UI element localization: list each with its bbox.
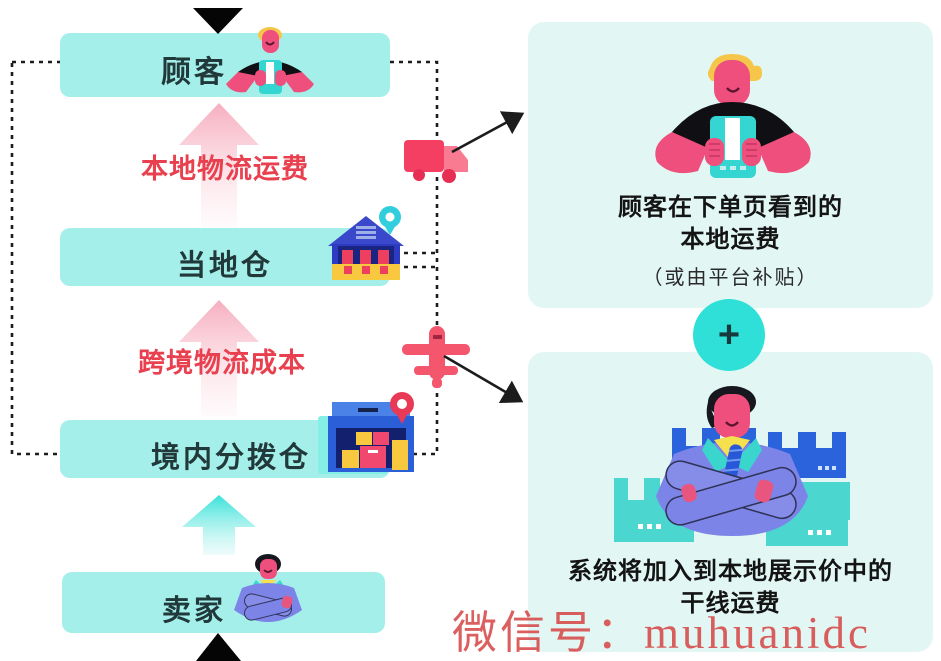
- panel-local-fee-note: （或由平台补贴）: [642, 267, 819, 289]
- up-arrow-crossborder-icon: [179, 300, 259, 416]
- arrow-truck-to-panel: [451, 111, 525, 154]
- customer-phone-illustration: [655, 54, 811, 178]
- panel-local-fee-text: 顾客在下单页看到的 本地运费 （或由平台补贴）: [528, 192, 933, 294]
- panel-local-fee-line1: 顾客在下单页看到的: [618, 194, 843, 221]
- domestic-warehouse-icon: [318, 392, 414, 474]
- up-arrow-local-fee-icon: [179, 103, 259, 227]
- flow-label-local-fee: 本地物流运费: [141, 154, 309, 184]
- node-seller-box: [62, 572, 385, 633]
- node-customer-box: [60, 33, 390, 97]
- plane-icon: [402, 326, 470, 388]
- seller-avatar-icon: [234, 554, 302, 622]
- local-warehouse-icon: [328, 206, 404, 280]
- panel-trunk-fee-text: 系统将加入到本地展示价中的 干线运费: [528, 556, 933, 620]
- node-domestic-warehouse-label: 境内分拨仓: [151, 442, 312, 474]
- flow-out-triangle: [196, 633, 241, 661]
- panel-trunk-fee-line1: 系统将加入到本地展示价中的: [568, 558, 893, 585]
- customer-avatar-icon: [226, 27, 314, 94]
- panel-local-fee-line2: 本地运费: [680, 226, 781, 253]
- node-local-warehouse-label: 当地仓: [177, 250, 274, 282]
- node-customer-label: 顾客: [161, 56, 227, 89]
- plus-icon: +: [693, 299, 765, 371]
- panel-trunk-fee-line2: 干线运费: [680, 590, 781, 617]
- plus-sign: +: [717, 313, 741, 356]
- location-pin-icon: [390, 392, 414, 424]
- truck-icon: [404, 140, 468, 183]
- businessman-illustration: [614, 386, 850, 546]
- location-pin-icon: [379, 206, 401, 235]
- node-seller-label: 卖家: [162, 595, 227, 627]
- arrow-plane-to-panel: [443, 354, 524, 404]
- up-arrow-seller-icon: [182, 495, 256, 555]
- watermark-text: 微信号：muhuanidc: [452, 608, 871, 658]
- flow-in-triangle: [193, 8, 243, 34]
- flow-label-crossborder-cost: 跨境物流成本: [138, 348, 306, 378]
